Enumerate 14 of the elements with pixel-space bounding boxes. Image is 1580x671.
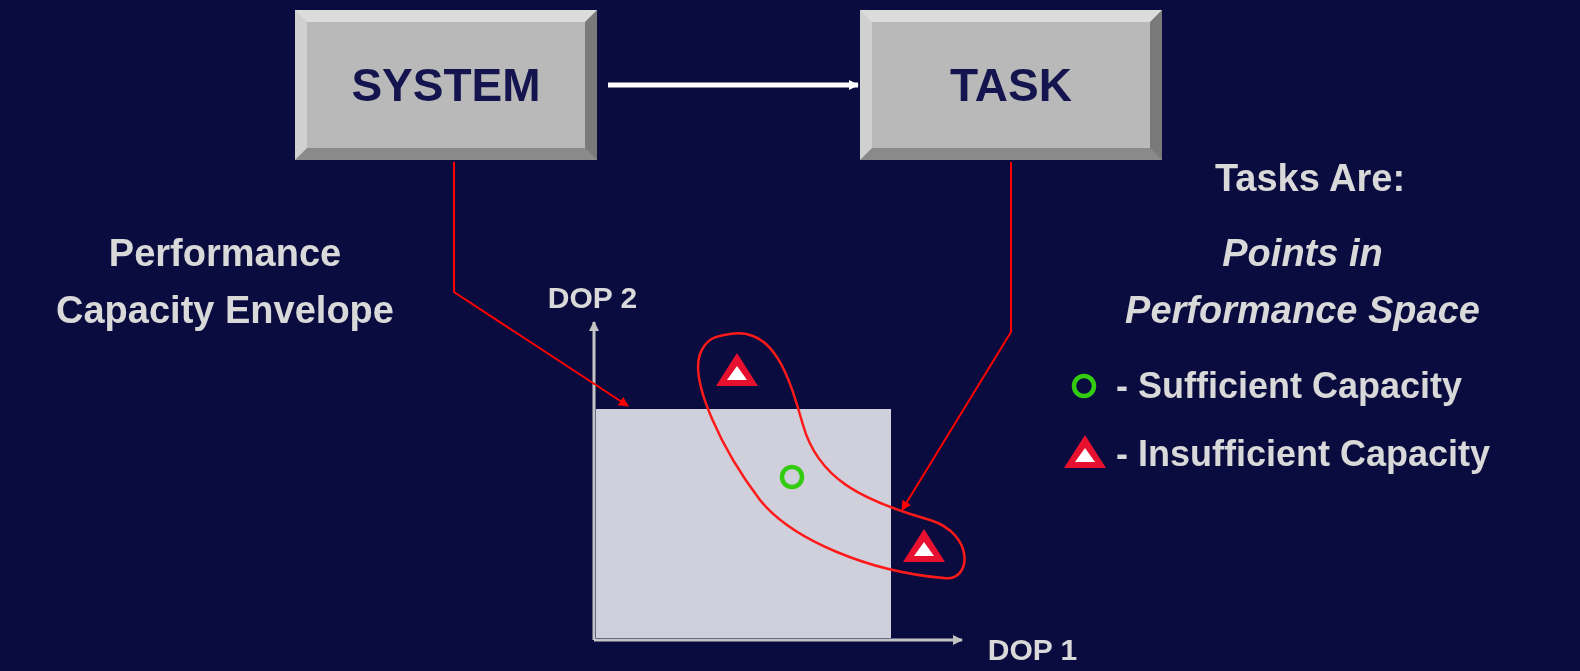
axis-label: DOP 1 bbox=[986, 632, 1079, 668]
caption-text: Tasks Are: bbox=[1213, 156, 1407, 201]
legend-label: - Sufficient Capacity bbox=[1116, 364, 1463, 408]
arrow bbox=[608, 80, 859, 90]
process-box: SYSTEM bbox=[295, 10, 597, 160]
arrow bbox=[453, 161, 629, 407]
legend-label: - Insufficient Capacity bbox=[1116, 432, 1491, 476]
envelope-rectangle bbox=[596, 409, 891, 638]
process-box: TASK bbox=[860, 10, 1162, 160]
caption-text: Points in Performance Space bbox=[1124, 231, 1481, 333]
axis-label: DOP 2 bbox=[546, 280, 639, 316]
arrow bbox=[901, 161, 1012, 511]
task-loop bbox=[697, 332, 966, 580]
caption-text: Performance Capacity Envelope bbox=[55, 231, 395, 333]
